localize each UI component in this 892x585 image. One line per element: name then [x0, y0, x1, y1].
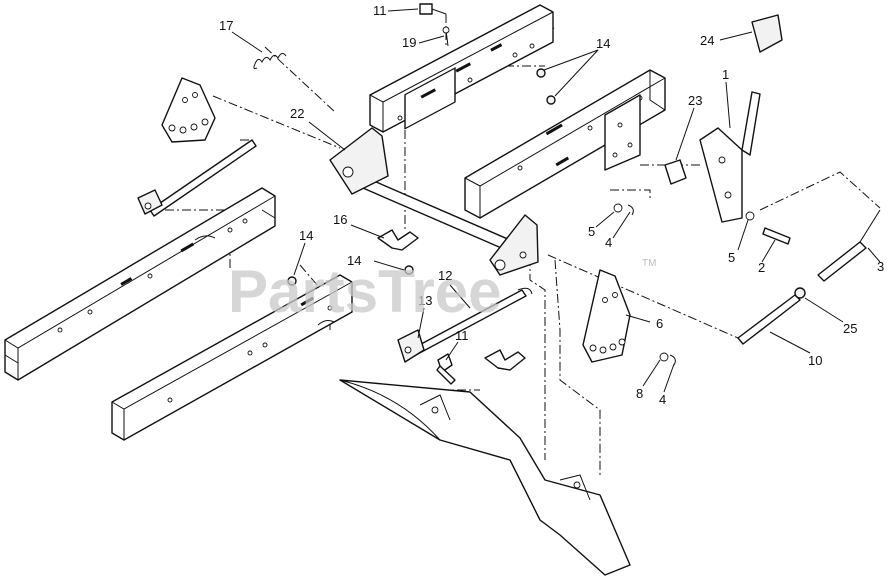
- left-adjust-rod: [137, 139, 257, 217]
- height-adjust-lever: [699, 91, 761, 223]
- callout-labels: 17 11 19 14 24 1 23 22 16 14 14 12 13 11…: [219, 3, 884, 407]
- knob: [751, 14, 783, 53]
- nut-14-d: [287, 276, 297, 286]
- hairpin-4: [627, 204, 676, 366]
- spring: [253, 52, 287, 69]
- callout-12: 12: [438, 268, 452, 283]
- callout-24: 24: [700, 33, 714, 48]
- nut-14-a: [536, 68, 546, 78]
- right-frame-rail: [111, 274, 353, 441]
- center-frame-channel: [369, 4, 554, 133]
- callout-14-mid: 14: [347, 253, 361, 268]
- nut-25: [794, 287, 806, 299]
- callout-5-right: 5: [728, 250, 735, 265]
- callout-4-center: 4: [605, 235, 612, 250]
- callout-14-top: 14: [596, 36, 610, 51]
- callout-19: 19: [402, 35, 416, 50]
- clip-16-lower: [484, 349, 526, 371]
- callout-4-lower: 4: [659, 392, 666, 407]
- deck-hanger: [339, 379, 631, 576]
- bolt-11-lower: [436, 353, 456, 385]
- lift-bracket-left: [161, 77, 216, 143]
- callout-2: 2: [758, 260, 765, 275]
- callout-5-center: 5: [588, 224, 595, 239]
- callout-25: 25: [843, 321, 857, 336]
- callout-11-lower: 11: [455, 328, 469, 343]
- lift-link-rod: [397, 287, 533, 363]
- left-frame-rail: [4, 187, 276, 381]
- rod-10: [737, 294, 801, 345]
- callout-23: 23: [688, 93, 702, 108]
- callout-22: 22: [290, 106, 304, 121]
- watermark-trademark: TM: [642, 258, 656, 269]
- callout-13: 13: [418, 293, 432, 308]
- bolt-2: [762, 227, 791, 245]
- clip-16-upper: [377, 229, 419, 251]
- watermark-text: PartsTree: [228, 258, 502, 325]
- washer-5: [613, 203, 755, 221]
- callout-6: 6: [656, 316, 663, 331]
- callout-1: 1: [722, 67, 729, 82]
- nut-14-c: [404, 265, 414, 275]
- lift-link: [817, 209, 881, 282]
- callout-11-top: 11: [373, 3, 387, 18]
- spacer: [664, 159, 687, 185]
- upper-right-frame-channel: [464, 69, 666, 219]
- callout-3: 3: [877, 259, 884, 274]
- leader-lines: [231, 8, 881, 393]
- callout-17: 17: [219, 18, 233, 33]
- lift-bracket-right: [582, 269, 631, 363]
- callout-10: 10: [808, 353, 822, 368]
- bolt-11-top: [419, 3, 447, 15]
- callout-14-left: 14: [299, 228, 313, 243]
- callout-16: 16: [333, 212, 347, 227]
- cross-shaft: [329, 127, 539, 276]
- washer-8: [659, 352, 669, 362]
- pin-19: [442, 26, 450, 47]
- callout-8: 8: [636, 386, 643, 401]
- nut-14-b: [546, 95, 556, 105]
- watermark: PartsTree TM: [228, 258, 656, 325]
